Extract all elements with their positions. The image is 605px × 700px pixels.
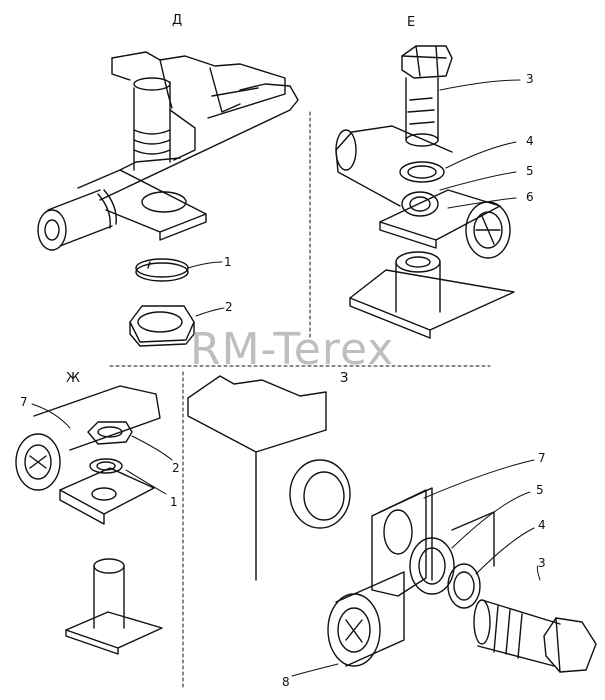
view-d-hinge-bracket [77, 157, 207, 241]
view-e-leaders [439, 79, 521, 209]
section-label-d: Д [172, 13, 183, 28]
callout-e-3: 3 [526, 72, 534, 86]
callout-z-8: 8 [282, 675, 290, 689]
view-d-split-ring [135, 258, 189, 282]
view-zh-post [65, 558, 163, 655]
callout-z-5: 5 [536, 483, 544, 497]
view-e-hinge-bracket [379, 189, 511, 259]
view-d-post [133, 77, 196, 171]
view-e-washers [399, 161, 445, 217]
watermark-text: RM-Terex [190, 324, 395, 375]
view-e-bolt [401, 45, 453, 147]
view-z-washers [409, 511, 495, 609]
callout-e-4: 4 [526, 134, 534, 148]
view-z-tube-end [327, 593, 381, 667]
section-label-zh: Ж [66, 371, 81, 386]
view-z-leaders [291, 459, 541, 677]
view-e-tube [335, 125, 453, 207]
callout-d-1: 1 [224, 255, 232, 269]
section-dividers [109, 111, 491, 691]
view-zh-leaders [31, 403, 173, 495]
callout-e-5: 5 [526, 164, 534, 178]
callout-z-3: 3 [538, 556, 546, 570]
callout-z-7: 7 [538, 451, 546, 465]
section-label-z: З [340, 371, 349, 386]
callout-e-6: 6 [526, 190, 534, 204]
section-label-e: Е [407, 15, 416, 30]
view-zh-bracket [15, 385, 161, 525]
view-z-hinge-plate [335, 487, 433, 667]
callout-zh-7: 7 [20, 395, 28, 409]
view-e-base [349, 251, 515, 339]
callout-z-4: 4 [538, 518, 546, 532]
view-zh-nut-washer [87, 421, 133, 474]
view-d-frame-rail [99, 51, 299, 201]
callout-zh-2: 2 [172, 461, 180, 475]
callout-d-2: 2 [225, 300, 233, 314]
view-z-bolt [473, 599, 597, 673]
view-d-leaders [187, 261, 225, 317]
view-d-nut [129, 305, 195, 347]
callout-zh-1: 1 [170, 495, 178, 509]
view-z-frame-block [187, 375, 351, 581]
view-d-tube [37, 189, 117, 251]
